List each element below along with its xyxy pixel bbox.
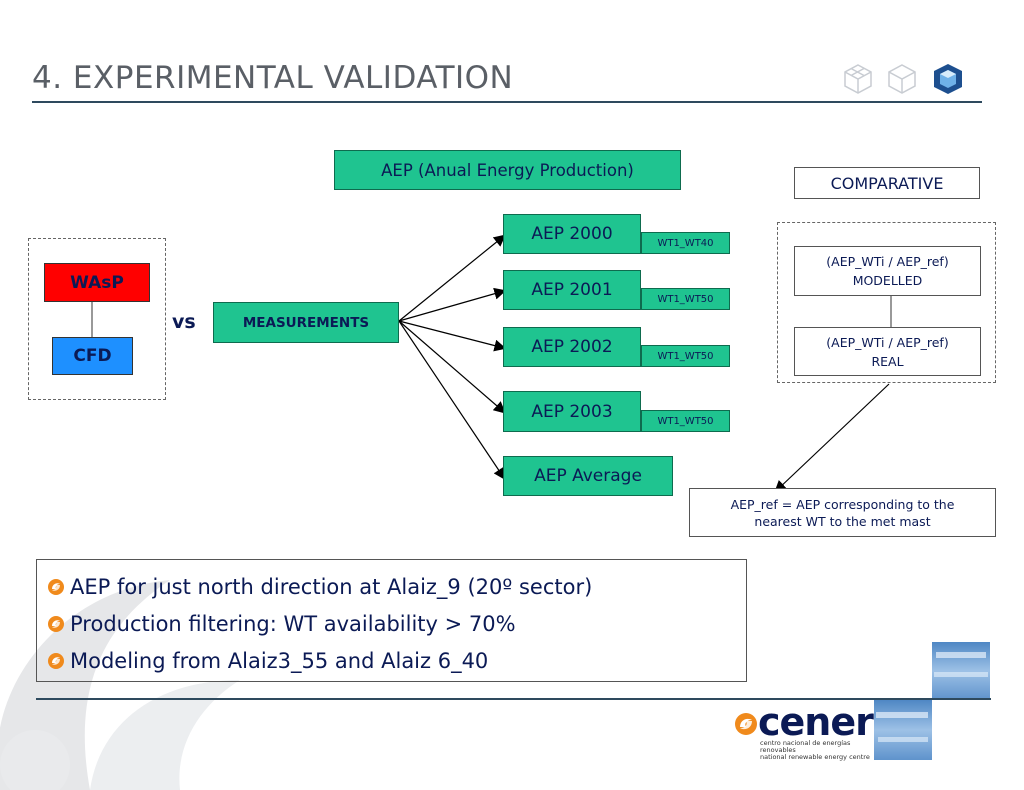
title-rule [32, 101, 982, 103]
measurements-box: MEASUREMENTS [213, 302, 399, 343]
cube-outline-icon [888, 64, 916, 94]
modelled-ratio-formula: (AEP_WTi / AEP_ref) [826, 254, 949, 269]
bullet-text: AEP for just north direction at Alaiz_9 … [70, 574, 593, 599]
bullet-item: Production filtering: WT availability > … [47, 605, 736, 642]
wasp-box: WAsP [44, 263, 150, 302]
real-ratio-box: (AEP_WTi / AEP_ref) REAL [794, 327, 981, 376]
vs-label: vs [172, 311, 196, 333]
cener-swirl-icon [735, 713, 757, 735]
turbine-tag: WT1_WT50 [641, 410, 730, 432]
aep-average-box: AEP Average [503, 456, 673, 496]
comparative-group [777, 222, 996, 383]
bullet-text: Production filtering: WT availability > … [70, 611, 516, 636]
bullet-item: AEP for just north direction at Alaiz_9 … [47, 568, 736, 605]
bullet-item: Modeling from Alaiz3_55 and Alaiz 6_40 [47, 642, 736, 679]
turbine-tag: WT1_WT50 [641, 288, 730, 310]
header-icons [844, 64, 962, 94]
modelled-label: MODELLED [852, 273, 923, 288]
aep-year-box: AEP 2001 [503, 270, 641, 310]
cener-subtitle-es: centro nacional de energías renovables [760, 739, 851, 754]
sky-photo-tiles [874, 642, 990, 760]
page-title: 4. EXPERIMENTAL VALIDATION [32, 60, 514, 96]
aep-year-box: AEP 2000 [503, 214, 641, 254]
turbine-tag: WT1_WT50 [641, 345, 730, 367]
bullet-swirl-icon [48, 615, 64, 632]
cfd-box: CFD [52, 337, 133, 375]
aep-ref-note: AEP_ref = AEP corresponding to the neare… [689, 488, 996, 537]
turbine-tag: WT1_WT40 [641, 232, 730, 254]
real-ratio-formula: (AEP_WTi / AEP_ref) [826, 334, 949, 350]
bullet-swirl-icon [48, 652, 64, 669]
comparative-box: COMPARATIVE [794, 167, 980, 199]
bullet-list: AEP for just north direction at Alaiz_9 … [36, 559, 747, 682]
cener-subtitle-en: national renewable energy centre [760, 753, 870, 761]
aep-title-box: AEP (Anual Energy Production) [334, 150, 681, 190]
cener-logo-text: cener [758, 700, 874, 744]
cube-logo-icon [934, 64, 962, 94]
cube-outline-icon [844, 64, 872, 94]
footer-rule [36, 698, 991, 700]
bullet-swirl-icon [48, 578, 64, 595]
diagram-connectors [91, 234, 892, 493]
aep-year-box: AEP 2002 [503, 327, 641, 367]
aep-year-box: AEP 2003 [503, 391, 641, 432]
real-label: REAL [871, 353, 904, 369]
modelled-ratio-box: (AEP_WTi / AEP_ref) MODELLED [794, 246, 981, 296]
model-group [28, 238, 166, 400]
bullet-text: Modeling from Alaiz3_55 and Alaiz 6_40 [70, 648, 489, 673]
cener-logo-subtitle: centro nacional de energías renovables n… [760, 740, 880, 761]
